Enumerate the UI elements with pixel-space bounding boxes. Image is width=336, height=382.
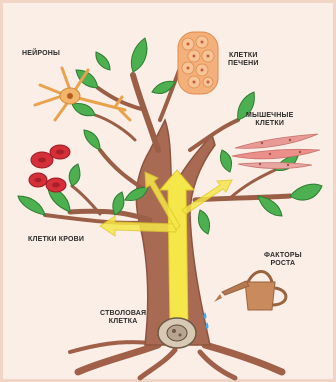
label-muscle-cells-line1: МЫШЕЧНЫЕ (246, 112, 293, 120)
label-stem-cell-line2: КЛЕТКА (100, 318, 146, 326)
label-growth-factors-line1: ФАКТОРЫ (264, 252, 302, 260)
label-stem-cell-line1: СТВОЛОВАЯ (100, 310, 146, 318)
label-neurons: НЕЙРОНЫ (22, 50, 60, 58)
label-muscle-cells-line2: КЛЕТКИ (246, 120, 293, 128)
label-muscle-cells: МЫШЕЧНЫЕ КЛЕТКИ (246, 112, 293, 128)
stem-cell-icon (158, 318, 196, 348)
label-liver-cells-line2: ПЕЧЕНИ (228, 60, 259, 68)
label-growth-factors: ФАКТОРЫ РОСТА (264, 252, 302, 268)
label-blood-cells: КЛЕТКИ КРОВИ (28, 236, 84, 244)
label-liver-cells: КЛЕТКИ ПЕЧЕНИ (228, 52, 259, 68)
watering-can-icon (214, 272, 286, 311)
muscle-cells-icon (232, 134, 320, 169)
label-growth-factors-line2: РОСТА (264, 260, 302, 268)
liver-cells-icon (178, 32, 218, 94)
label-stem-cell: СТВОЛОВАЯ КЛЕТКА (100, 310, 146, 326)
label-liver-cells-line1: КЛЕТКИ (228, 52, 259, 60)
